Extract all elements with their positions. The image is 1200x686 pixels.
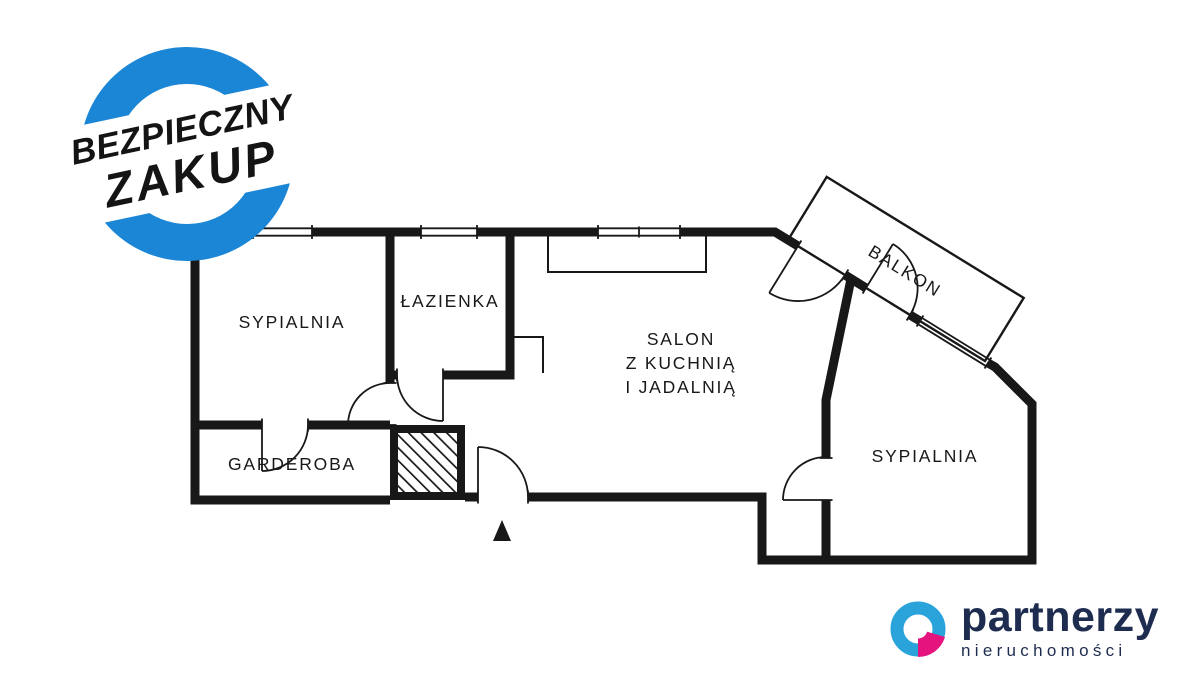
agency-brand-name: partnerzy [961,593,1160,641]
agency-logo-icon [890,601,946,657]
room-label-bedroom-left: SYPIALNIA [239,312,346,332]
agency-logo-text: partnerzy nieruchomości [961,593,1160,661]
room-label-salon-line2: Z KUCHNIĄ [626,353,737,373]
room-label-salon-line1: SALON [647,329,715,349]
room-labels: SYPIALNIA ŁAZIENKA SALON Z KUCHNIĄ I JAD… [228,241,979,474]
windows [252,225,993,369]
room-label-salon-line3: I JADALNIĄ [625,377,736,397]
agency-logo: partnerzy nieruchomości [888,593,1160,661]
shaft-hatch [390,425,465,500]
doors [261,240,919,504]
room-label-bedroom-right: SYPIALNIA [872,446,979,466]
room-label-wardrobe: GARDEROBA [228,454,356,474]
safe-purchase-badge: BEZPIECZNY ZAKUP [38,27,336,281]
room-label-bathroom: ŁAZIENKA [400,291,499,311]
entrance-arrow [493,520,511,541]
interior-lines [514,236,707,373]
agency-subtitle: nieruchomości [961,640,1127,660]
